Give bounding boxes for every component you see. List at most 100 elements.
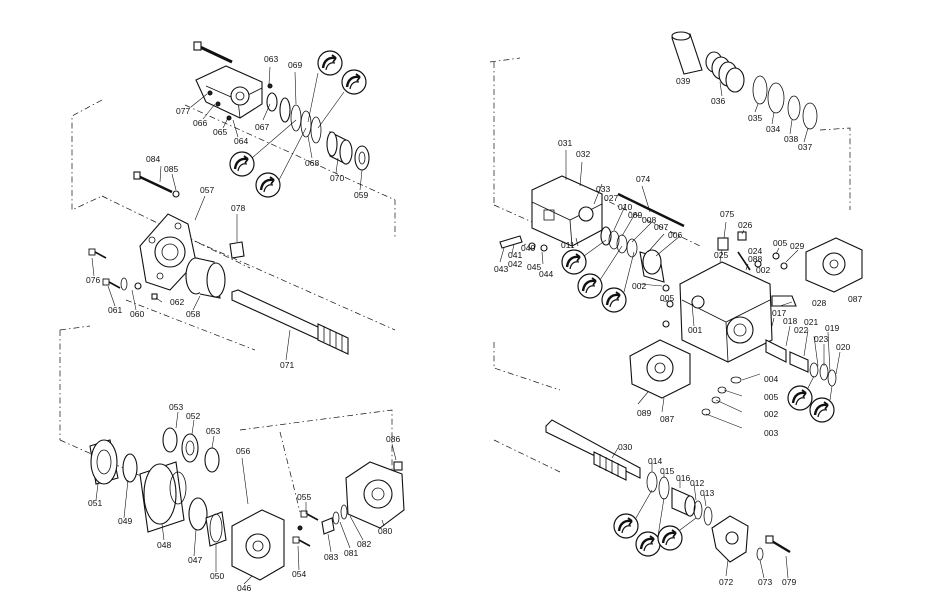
part-label: 015 <box>660 466 674 476</box>
curved-arrow-into-circle-icon <box>656 524 684 552</box>
curved-arrow-into-circle-icon <box>340 68 368 96</box>
part-label: 006 <box>668 230 682 240</box>
part-label: 036 <box>711 96 725 106</box>
part-label: 065 <box>213 127 227 137</box>
part-label: 060 <box>130 309 144 319</box>
part-label: 005 <box>660 293 674 303</box>
part-label: 016 <box>676 473 690 483</box>
part-label: 041 <box>508 250 522 260</box>
part-label: 062 <box>170 297 184 307</box>
part-label: 053 <box>206 426 220 436</box>
part-label: 042 <box>508 259 522 269</box>
part-label: 021 <box>804 317 818 327</box>
part-label: 089 <box>637 408 651 418</box>
part-label: 052 <box>186 411 200 421</box>
part-label: 030 <box>618 442 632 452</box>
part-label: 026 <box>738 220 752 230</box>
right-middle-assembly <box>493 62 863 429</box>
part-label: 012 <box>690 478 704 488</box>
curved-arrow-into-circle-icon <box>254 171 282 199</box>
part-label: 024 <box>748 246 762 256</box>
part-label: 027 <box>604 193 618 203</box>
part-label: 035 <box>748 113 762 123</box>
part-label: 038 <box>784 134 798 144</box>
part-label: 045 <box>527 262 541 272</box>
curved-arrow-into-circle-icon <box>316 49 344 77</box>
part-label: 023 <box>814 334 828 344</box>
part-label: 050 <box>210 571 224 581</box>
housing-part <box>195 65 263 119</box>
part-label: 040 <box>521 243 535 253</box>
curved-arrow-into-circle-icon <box>560 248 588 276</box>
part-label: 070 <box>330 173 344 183</box>
part-label: 039 <box>676 76 690 86</box>
left-middle-assembly <box>59 165 349 440</box>
part-label: 051 <box>88 498 102 508</box>
part-label: 005 <box>764 392 778 402</box>
part-label: 057 <box>200 185 214 195</box>
part-label: 079 <box>782 577 796 587</box>
part-label: 008 <box>642 215 656 225</box>
part-label: 077 <box>176 106 190 116</box>
part-label: 022 <box>794 325 808 335</box>
curved-arrow-into-circle-icon <box>786 384 814 412</box>
part-label: 020 <box>836 342 850 352</box>
part-label: 073 <box>758 577 772 587</box>
curved-arrow-into-circle-icon <box>576 272 604 300</box>
curved-arrow-into-circle-icon <box>228 150 256 178</box>
part-label: 037 <box>798 142 812 152</box>
bolt-part-icon <box>292 536 311 547</box>
curved-arrow-into-circle-icon <box>634 530 662 558</box>
curved-arrow-into-circle-icon <box>808 396 836 424</box>
part-label: 053 <box>169 402 183 412</box>
part-label: 005 <box>773 238 787 248</box>
part-label: 009 <box>628 210 642 220</box>
part-label: 002 <box>756 265 770 275</box>
curved-arrow-into-circle-icon <box>612 512 640 540</box>
part-label: 013 <box>700 488 714 498</box>
part-label: 054 <box>292 569 306 579</box>
part-label: 068 <box>305 158 319 168</box>
part-label: 086 <box>386 434 400 444</box>
part-label: 047 <box>188 555 202 565</box>
bolt-part-icon <box>102 278 121 289</box>
part-label: 003 <box>764 428 778 438</box>
part-label: 044 <box>539 269 553 279</box>
part-label: 061 <box>108 305 122 315</box>
part-label: 064 <box>234 136 248 146</box>
part-label: 069 <box>288 60 302 70</box>
right-bottom-assembly <box>493 419 791 579</box>
part-label: 034 <box>766 124 780 134</box>
right-top-assembly <box>489 31 851 210</box>
left-bottom-assembly <box>59 409 405 585</box>
part-label: 007 <box>654 222 668 232</box>
part-label: 058 <box>186 309 200 319</box>
part-label: 029 <box>790 241 804 251</box>
bolt-part-icon <box>300 510 319 521</box>
curved-arrow-into-circle-icon <box>600 286 628 314</box>
part-label: 019 <box>825 323 839 333</box>
part-label: 031 <box>558 138 572 148</box>
part-label: 067 <box>255 122 269 132</box>
part-label: 066 <box>193 118 207 128</box>
part-label: 071 <box>280 360 294 370</box>
part-label: 004 <box>764 374 778 384</box>
part-label: 011 <box>561 240 575 250</box>
part-label: 002 <box>764 409 778 419</box>
part-label: 081 <box>344 548 358 558</box>
part-label: 080 <box>378 526 392 536</box>
part-label: 028 <box>812 298 826 308</box>
part-label: 087 <box>660 414 674 424</box>
part-label: 048 <box>157 540 171 550</box>
part-label: 017 <box>772 308 786 318</box>
pump-body-part <box>679 261 773 363</box>
part-label: 002 <box>632 281 646 291</box>
part-label: 018 <box>783 316 797 326</box>
part-label: 032 <box>576 149 590 159</box>
part-label: 043 <box>494 264 508 274</box>
part-label: 078 <box>231 203 245 213</box>
part-label: 010 <box>618 202 632 212</box>
part-number-labels: 063 069 077 066 065 067 064 068 070 059 … <box>86 54 862 593</box>
part-label: 072 <box>719 577 733 587</box>
